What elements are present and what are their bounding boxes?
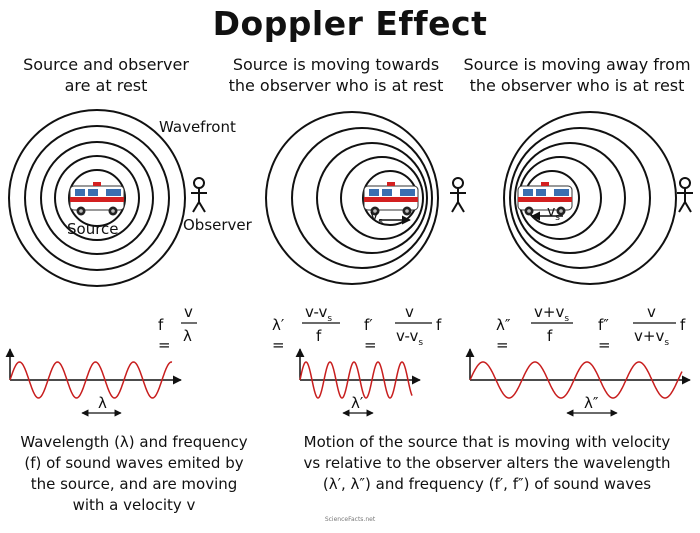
heading-towards-line1: Source is moving towards	[232, 55, 440, 74]
sound-wave-away	[469, 361, 683, 399]
observer-icon	[190, 177, 208, 213]
observer-icon	[676, 177, 694, 213]
heading-rest: Source and observer are at rest	[0, 54, 226, 96]
caption-right: Motion of the source that is moving with…	[276, 432, 698, 495]
page-title: Doppler Effect	[212, 4, 488, 43]
caption-left-line2: (f) of sound waves emited by	[24, 454, 244, 472]
wavelength-label-towards: λ′	[351, 394, 364, 412]
velocity-label-towards: vs	[370, 208, 383, 227]
sound-wave-rest	[9, 361, 173, 399]
caption-left-line3: the source, and are moving	[30, 475, 238, 493]
heading-rest-line1: Source and observer	[23, 55, 189, 74]
ambulance-icon	[69, 181, 125, 216]
heading-rest-line2: are at rest	[64, 76, 148, 95]
ambulance-icon	[517, 181, 573, 216]
caption-left-line1: Wavelength (λ) and frequency	[20, 433, 248, 451]
wavefronts-rest	[8, 109, 186, 287]
caption-right-line2: vs relative to the observer alters the w…	[303, 454, 671, 472]
caption-left: Wavelength (λ) and frequency (f) of soun…	[0, 432, 268, 516]
source-label: Source	[67, 220, 119, 238]
observer-label: Observer	[183, 216, 252, 234]
caption-right-line3: (λ′, λ″) and frequency (f′, f″) of sound…	[322, 475, 652, 493]
heading-towards-line2: the observer who is at rest	[228, 76, 444, 95]
wavelength-label-rest: λ	[98, 394, 107, 412]
caption-right-line1: Motion of the source that is moving with…	[303, 433, 671, 451]
heading-towards: Source is moving towards the observer wh…	[216, 54, 456, 96]
observer-icon	[449, 177, 467, 213]
wave-axes	[5, 348, 691, 385]
velocity-label-away: vs	[547, 204, 560, 223]
wavefronts-towards	[265, 111, 439, 285]
sound-wave-towards	[299, 361, 413, 399]
heading-away: Source is moving away from the observer …	[457, 54, 697, 96]
heading-away-line2: the observer who is at rest	[469, 76, 685, 95]
heading-away-line1: Source is moving away from	[463, 55, 691, 74]
wavefront-label: Wavefront	[159, 118, 236, 136]
caption-left-line4: with a velocity v	[72, 496, 196, 514]
wavefronts-away	[503, 111, 677, 285]
wavelength-label-away: λ″	[584, 394, 599, 412]
credit-logo: ScienceFacts.net	[324, 516, 376, 523]
